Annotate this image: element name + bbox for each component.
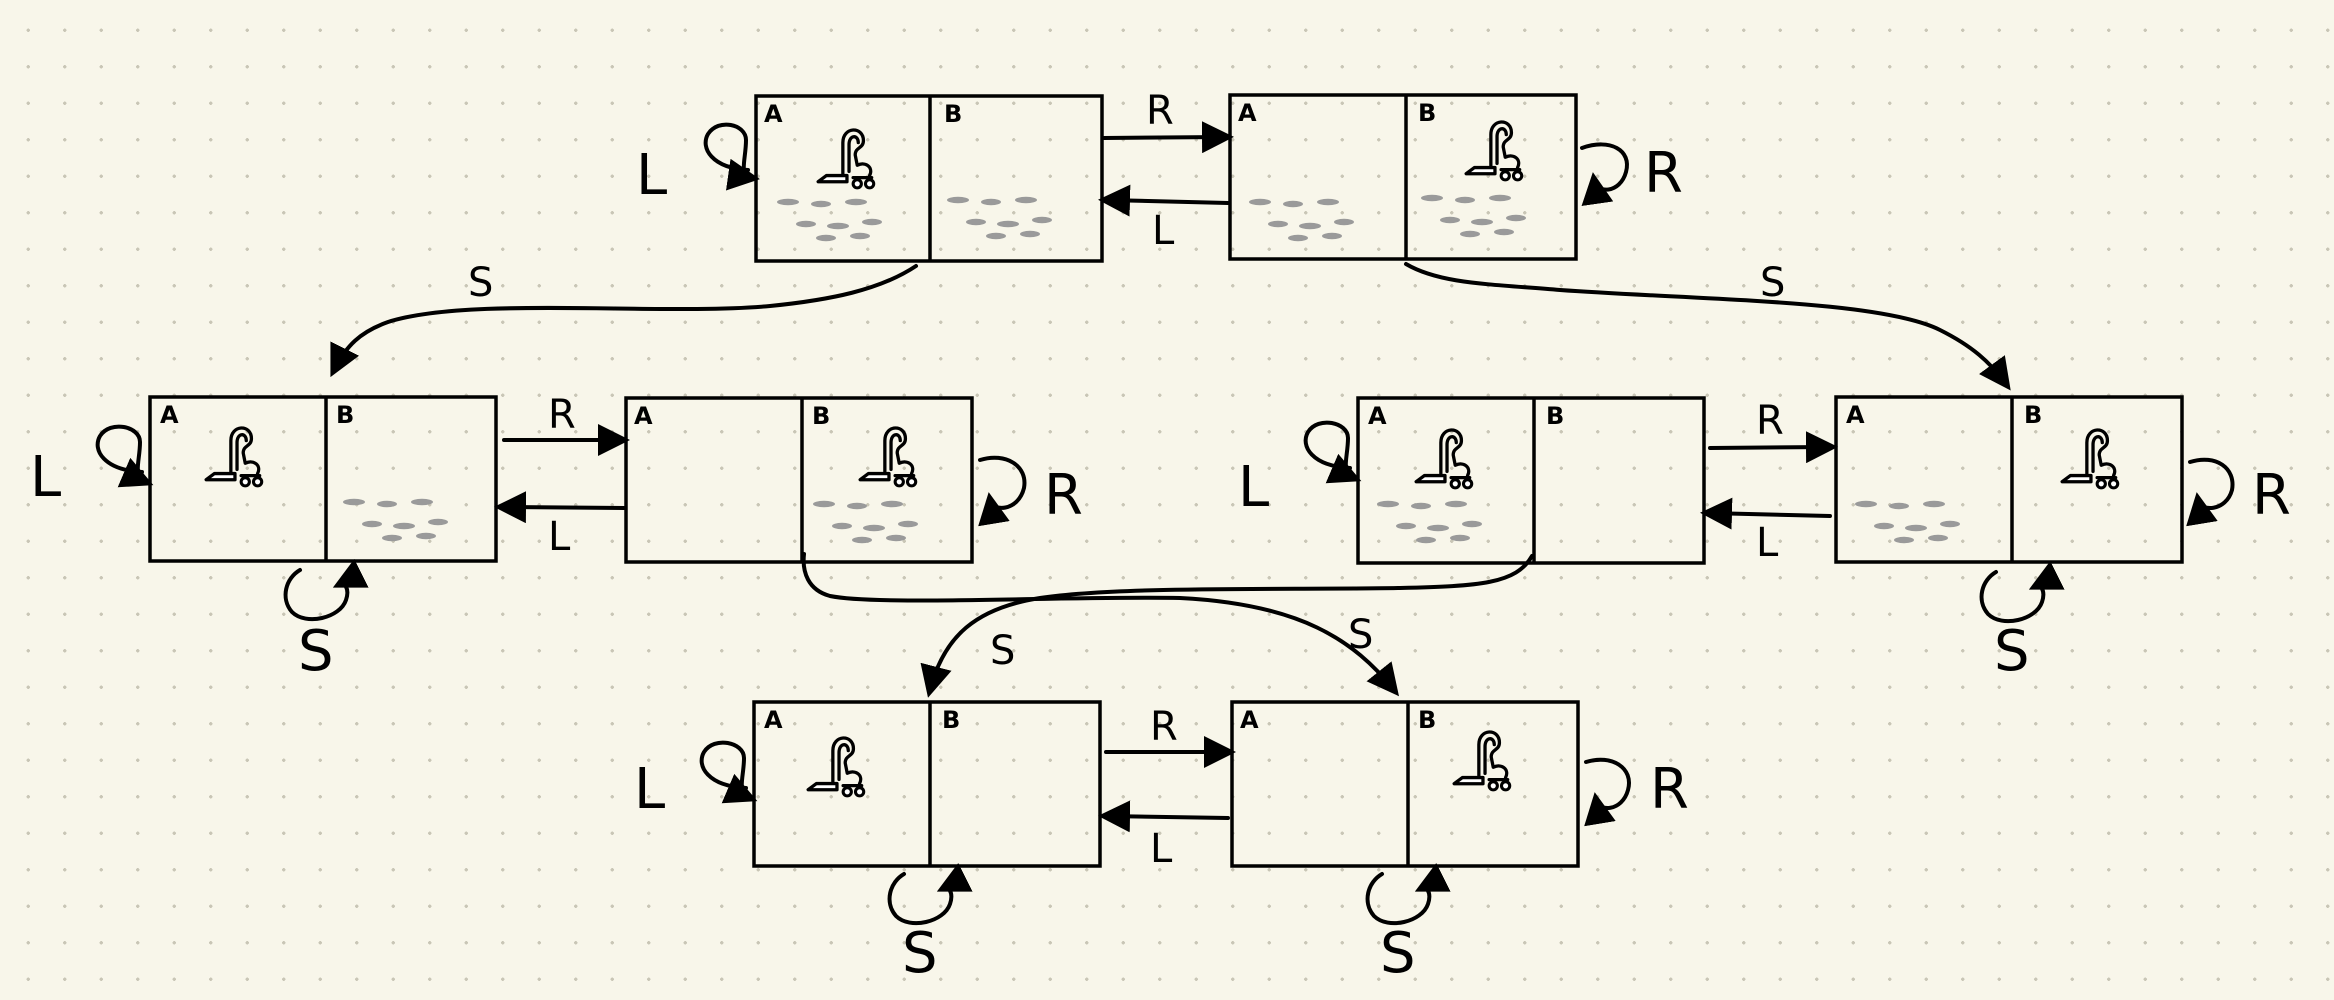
self-loop-s2-right: R [1580,141,1683,207]
edge-label: L [1150,826,1173,872]
edge-label: S [1348,612,1373,658]
state-s4: A B [624,396,974,564]
cell-b-label: B [944,100,962,128]
edge-label: S [1380,921,1416,986]
cell-a-label: A [634,402,653,430]
cell-a-label: A [1238,99,1257,127]
self-loop-s1-left: L [636,122,760,208]
edge-s5-s7-suck: S [920,554,1534,698]
self-loop-s7-suck: S [887,862,973,986]
edge-label: R [1756,398,1784,444]
edge-s4-s8-suck: S [801,552,1399,697]
edge-label: S [1994,619,2030,684]
edge-label: R [1644,141,1683,206]
vacuum-icon [1464,120,1524,182]
self-loop-s3-suck: S [283,558,369,684]
dirt-cell-a [777,198,882,242]
vacuum-icon [2060,428,2120,490]
vacuum-icon [806,736,866,798]
cell-b-label: B [1418,99,1436,127]
cell-a-label: A [160,401,179,429]
cell-a-label: A [1240,706,1259,734]
self-loop-s3-left: L [30,424,154,510]
edge-label: L [1152,208,1175,254]
vacuum-icon [858,426,918,488]
dirt-cell-b [1421,194,1526,238]
edge-label: R [1044,463,1083,528]
cell-b-label: B [2024,401,2042,429]
edge-label: L [30,445,61,510]
dirt-cell-a [1855,500,1960,544]
vacuum-icon [1452,730,1512,792]
self-loop-s5-left: L [1238,420,1362,520]
self-loop-s6-suck: S [1979,560,2065,684]
edge-label: L [1238,455,1269,520]
edge-label: L [548,514,571,560]
dirt-cell-a [1249,198,1354,242]
state-s3: A B [148,395,498,563]
vacuum-icon [1414,428,1474,490]
edge-label: R [548,392,576,438]
dirt-cell-b [813,500,918,544]
cell-a-label: A [1368,402,1387,430]
cell-a-label: A [764,706,783,734]
self-loop-s8-suck: S [1365,862,1451,986]
dirt-cell-b [343,498,448,542]
edge-s1-s3-suck: S [330,260,918,378]
self-loop-s8-right: R [1584,757,1689,827]
edge-s8-s7-left: L [1098,800,1230,872]
cell-b-label: B [942,706,960,734]
cell-b-label: B [812,402,830,430]
state-s1: A B [754,94,1104,263]
edge-label: L [634,757,665,822]
edge-s2-s6-suck: S [1404,260,2011,391]
vacuum-icon [816,128,876,190]
state-s2: A B [1228,93,1578,261]
dirt-cell-a [1377,500,1482,544]
edge-s7-s8-right: R [1104,704,1236,768]
edge-label: L [636,143,667,208]
self-loop-s7-left: L [634,740,758,822]
edge-label: R [1146,88,1174,134]
edge-label: S [298,619,334,684]
edge-label: R [1650,757,1689,822]
state-s8: A B [1230,700,1580,868]
self-loop-s6-right: R [2186,457,2291,528]
state-s7: A B [752,700,1102,868]
edge-s5-s6-right: R [1708,398,1838,464]
cell-b-label: B [1546,402,1564,430]
edge-s1-s2-right: R [1102,88,1234,154]
edge-label: R [1150,704,1178,750]
state-s5: A B [1356,396,1706,565]
edge-label: S [1760,260,1785,306]
edge-label: S [902,921,938,986]
cell-b-label: B [336,401,354,429]
edge-s2-s1-left: L [1098,184,1230,254]
cell-a-label: A [764,100,783,128]
dirt-cell-b [947,196,1052,240]
self-loop-s4-right: R [978,455,1083,528]
edge-label: S [990,628,1015,674]
edge-label: S [468,260,493,306]
cell-b-label: B [1418,706,1436,734]
cell-a-label: A [1846,401,1865,429]
edge-s6-s5-left: L [1700,497,1832,566]
edge-label: R [2252,463,2291,528]
edge-s4-s3-left: L [494,491,626,560]
edge-s3-s4-right: R [502,392,630,456]
edge-label: L [1756,520,1779,566]
state-s6: A B [1834,395,2184,564]
vacuum-icon [204,426,264,488]
